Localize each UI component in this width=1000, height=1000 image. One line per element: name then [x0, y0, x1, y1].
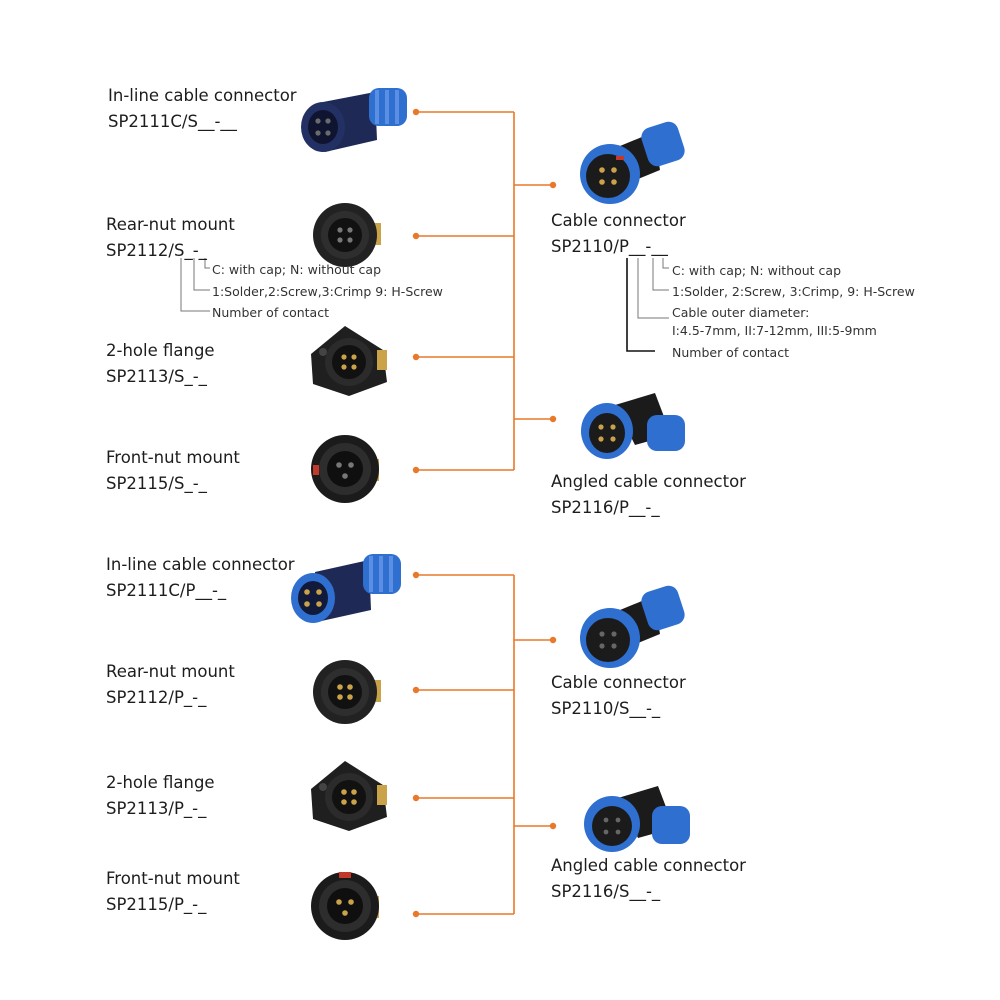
product-name: Angled cable connector: [551, 472, 746, 491]
rear-nut-socket-icon: [313, 203, 381, 267]
plug-code-brackets: [637, 258, 669, 319]
product-code: SP2111C/P__-_: [106, 580, 227, 600]
product-name: Angled cable connector: [551, 856, 746, 875]
socket-code-brackets: [180, 258, 210, 312]
top-socket-2-label: 2-hole flange SP2113/S_-_: [106, 341, 215, 387]
product-name: Rear-nut mount: [106, 215, 235, 234]
rear-nut-plug-icon: [313, 660, 381, 724]
top-socket-3-label: Front-nut mount SP2115/S_-_: [106, 448, 240, 494]
product-name: Rear-nut mount: [106, 662, 235, 681]
socket-note-contacts: Number of contact: [212, 305, 329, 320]
front-nut-socket-icon: [311, 435, 379, 503]
angled-plug-connector-icon: [581, 393, 685, 459]
top-socket-0-label: In-line cable connector SP2111C/S__-__: [108, 86, 297, 132]
bottom-plug-3-label: Front-nut mount SP2115/P_-_: [106, 869, 240, 915]
front-nut-plug-icon: [311, 872, 379, 940]
product-name: Front-nut mount: [106, 869, 240, 888]
bottom-socket-1-label: Angled cable connector SP2116/S__-_: [551, 856, 746, 902]
plug-note-diameter: Cable outer diameter:: [672, 305, 810, 320]
cable-socket-connector-icon: [580, 585, 685, 668]
product-name: In-line cable connector: [108, 86, 297, 105]
product-code: SP2113/P_-_: [106, 798, 207, 818]
product-code: SP2115/P_-_: [106, 894, 207, 914]
cable-plug-connector-icon: [580, 121, 685, 204]
angled-socket-connector-icon: [584, 786, 690, 852]
bottom-plug-0-label: In-line cable connector SP2111C/P__-_: [106, 555, 295, 601]
contact-count-bracket: [626, 258, 655, 352]
bottom-socket-0-label: Cable connector SP2110/S__-_: [551, 673, 686, 719]
plug-note-cap: C: with cap; N: without cap: [672, 263, 842, 278]
plug-note-termination: 1:Solder, 2:Screw, 3:Crimp, 9: H-Screw: [672, 284, 915, 299]
inline-plug-connector-icon: [291, 554, 401, 623]
inline-socket-connector-icon: [301, 88, 407, 152]
product-code: SP2116/S__-_: [551, 881, 661, 901]
product-name: Cable connector: [551, 211, 686, 230]
product-code: SP2116/P__-_: [551, 497, 660, 517]
product-code: SP2111C/S__-__: [108, 111, 237, 131]
top-socket-1-label: Rear-nut mount SP2112/S_-_: [106, 215, 235, 261]
product-code: SP2113/S_-_: [106, 366, 207, 386]
product-name: Cable connector: [551, 673, 686, 692]
product-name: In-line cable connector: [106, 555, 295, 574]
top-group-dots: [412, 108, 557, 474]
top-plug-0-label: Cable connector SP2110/P__-__: [551, 211, 686, 257]
plug-note-diameter-values: I:4.5-7mm, II:7-12mm, III:5-9mm: [672, 323, 877, 338]
product-code: SP2112/P_-_: [106, 687, 207, 707]
bottom-plug-1-label: Rear-nut mount SP2112/P_-_: [106, 662, 235, 708]
top-group-lines: [416, 111, 553, 471]
socket-note-termination: 1:Solder,2:Screw,3:Crimp 9: H-Screw: [212, 284, 443, 299]
product-name: Front-nut mount: [106, 448, 240, 467]
product-name: 2-hole flange: [106, 341, 215, 360]
plug-note-contacts: Number of contact: [672, 345, 789, 360]
product-code: SP2110/P__-__: [551, 236, 668, 256]
product-name: 2-hole flange: [106, 773, 215, 792]
flange-socket-icon: [311, 326, 387, 396]
bottom-group-lines: [416, 574, 553, 915]
product-code: SP2112/S_-_: [106, 240, 207, 260]
product-code: SP2115/S_-_: [106, 473, 207, 493]
bottom-group-dots: [412, 571, 557, 918]
bottom-plug-2-label: 2-hole flange SP2113/P_-_: [106, 773, 215, 819]
flange-plug-icon: [311, 761, 387, 831]
product-code: SP2110/S__-_: [551, 698, 661, 718]
top-plug-1-label: Angled cable connector SP2116/P__-_: [551, 472, 746, 518]
